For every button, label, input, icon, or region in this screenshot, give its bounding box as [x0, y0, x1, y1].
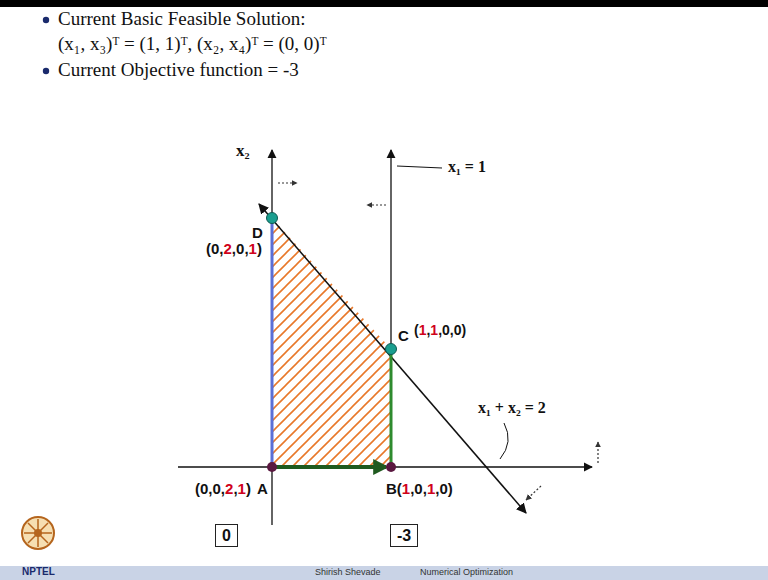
objective-value: -3	[397, 527, 411, 544]
constraint-label: x₁ + x₂ = 2	[478, 399, 546, 417]
coord-char: (	[206, 240, 211, 257]
bullet-text: Current Basic Feasible Solution:	[58, 8, 306, 30]
objective-value: 0	[222, 527, 231, 544]
vertex-name: D	[252, 224, 263, 241]
coord-char: ,	[219, 240, 223, 257]
vertex-dot	[386, 462, 396, 472]
leader-line	[500, 423, 508, 459]
leader-line	[397, 166, 442, 168]
footer-bar	[0, 566, 768, 580]
edge-bc	[390, 349, 393, 467]
coord-char: 0	[454, 322, 462, 338]
constraint-line	[390, 150, 391, 349]
bullet-text: Current Objective function = -3	[58, 59, 299, 81]
coord-char: ,	[244, 240, 248, 257]
top-band	[0, 0, 768, 7]
coord-char: ,	[233, 480, 237, 497]
coord-char: ,	[208, 480, 212, 497]
coord-char: )	[448, 480, 453, 497]
logo-text: NPTEL	[22, 566, 55, 578]
constraint-line	[259, 204, 526, 513]
coord-char: ,	[221, 480, 225, 497]
vertex-coords: (1,1,0,0)	[414, 322, 466, 338]
vertex-coords: (0,0,2,1)	[195, 480, 251, 497]
footer-text: Shirish Shevade	[315, 567, 381, 577]
vertex-coords: B(1,0,1,0)	[386, 480, 453, 497]
coord-char: 2	[224, 240, 232, 257]
x1-axis	[178, 466, 592, 467]
coord-char: 0	[236, 240, 244, 257]
vertex-name: A	[257, 480, 268, 497]
move-arrow	[272, 465, 386, 469]
coord-char: ,	[423, 480, 427, 497]
solution-text: (x₁, x₃)ᵀ = (1, 1)ᵀ, (x₂, x₄)ᵀ = (0, 0)ᵀ	[58, 33, 327, 55]
vertex-dot	[386, 344, 397, 355]
coord-char: 2	[225, 480, 233, 497]
coord-char: 1	[419, 322, 427, 338]
feasible-side-arrow	[367, 204, 386, 205]
coord-char: 0	[213, 480, 221, 497]
coord-char: ,	[438, 322, 442, 338]
coord-char: ,	[410, 480, 414, 497]
coord-char: 1	[427, 480, 435, 497]
coord-char: ,	[232, 240, 236, 257]
coord-char: B	[386, 480, 397, 497]
bullet	[43, 68, 49, 74]
coord-char: 1	[402, 480, 410, 497]
logo-ring	[22, 517, 54, 549]
vertex-name: C	[398, 327, 409, 344]
vertex-dot	[267, 213, 278, 224]
coord-char: (	[195, 480, 200, 497]
value-box: 0	[215, 524, 238, 547]
coord-char: 0	[211, 240, 219, 257]
coord-char: 1	[249, 240, 257, 257]
coord-char: )	[246, 480, 251, 497]
coord-char: ,	[426, 322, 430, 338]
axis-label: x₂	[236, 141, 250, 161]
feasible-side-arrow	[526, 486, 541, 500]
coord-char: 0	[414, 480, 422, 497]
coord-char: )	[257, 240, 262, 257]
feasible-region	[272, 218, 391, 467]
vertex-coords: (0,2,0,1)	[206, 240, 262, 257]
coord-char: ,	[435, 480, 439, 497]
coord-char: 1	[238, 480, 246, 497]
constraint-label: x₁ = 1	[448, 158, 486, 176]
logo-spokes	[24, 519, 52, 547]
coord-char: 0	[439, 480, 447, 497]
edge-ad	[271, 218, 274, 467]
logo-hub	[34, 529, 42, 537]
coord-char: 0	[200, 480, 208, 497]
bullet	[43, 17, 49, 23]
feasible-side-arrow	[597, 442, 598, 463]
vertex-dot	[267, 462, 277, 472]
feasible-side-arrow	[278, 182, 297, 183]
coord-char: (	[397, 480, 402, 497]
coord-char: 1	[430, 322, 438, 338]
coord-char: (	[414, 322, 419, 338]
value-box: -3	[390, 524, 418, 547]
footer-text: Numerical Optimization	[420, 567, 513, 577]
coord-char: 0	[442, 322, 450, 338]
coord-char: )	[462, 322, 467, 338]
nptel-logo	[22, 517, 54, 549]
coord-char: ,	[450, 322, 454, 338]
